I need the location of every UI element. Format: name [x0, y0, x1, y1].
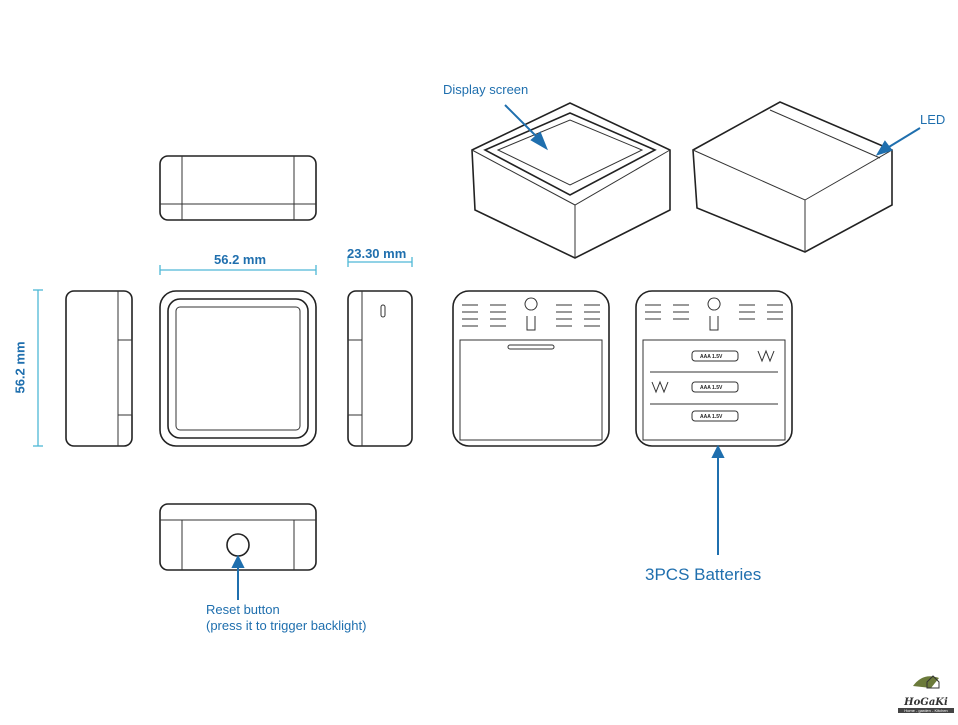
depth-dimension [347, 257, 413, 267]
top-view [159, 155, 317, 221]
reset-button-drawing [226, 533, 250, 557]
height-dimension-label: 56.2 mm [12, 341, 28, 394]
leaf-house-icon [913, 675, 940, 689]
display-screen-label: Display screen [443, 82, 529, 97]
batteries-arrow [711, 444, 725, 555]
display-screen-arrow [504, 104, 548, 151]
width-dimension [159, 265, 317, 275]
reset-button-label: Reset button [206, 602, 280, 617]
height-dimension [33, 289, 43, 447]
reset-button-note: (press it to trigger backlight) [206, 618, 367, 633]
depth-dimension-label: 23.30 mm [347, 246, 407, 261]
batteries-label: 3PCS Batteries [645, 565, 762, 584]
brand-logo: HoGaKi Home - garden - Kitchen [898, 672, 954, 713]
right-side-view [347, 290, 413, 447]
isometric-back-view [692, 101, 893, 253]
led-label: LED [920, 112, 946, 127]
reset-button-arrow [231, 554, 245, 600]
back-view [452, 290, 610, 447]
isometric-front-view [471, 102, 671, 259]
battery-label: AAA 1.5V [700, 354, 723, 360]
battery-view: AAA 1.5V AAA 1.5V AAA 1.5V [635, 290, 793, 447]
led-arrow [875, 127, 921, 156]
battery-label: AAA 1.5V [700, 414, 723, 420]
width-dimension-label: 56.2 mm [214, 252, 267, 267]
battery-label: AAA 1.5V [700, 385, 723, 391]
left-side-view [65, 290, 133, 447]
front-view [159, 290, 317, 447]
